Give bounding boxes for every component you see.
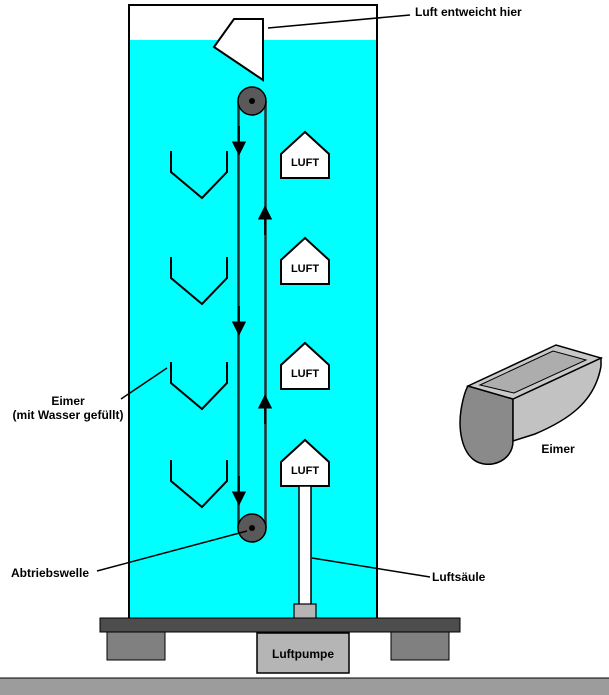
bucket-3d-end-cap [459,385,514,465]
label-luft-4: LUFT [290,465,320,477]
water-bucket-3 [170,362,228,411]
ground [0,678,609,695]
label-air-column: Luftsäule [432,570,486,584]
water-bucket-4 [170,460,228,509]
label-left-bucket-line2: (mit Wasser gefüllt) [12,408,124,422]
platform-leg-right [390,631,450,661]
air-bucket-1 [280,130,330,179]
air-bucket-3 [280,341,330,390]
pointer-line-air-escape [267,14,411,29]
air-outlet-funnel [212,18,264,82]
bucket-3d-cavity [478,350,588,394]
label-luft-3: LUFT [290,368,320,380]
platform-leg-left [106,631,166,661]
water-bucket-1 [170,151,228,200]
label-left-bucket: Eimer (mit Wasser gefüllt) [6,394,130,422]
platform [99,617,461,633]
label-drive-shaft: Abtriebswelle [11,566,90,580]
label-left-bucket-line1: Eimer [51,394,85,408]
label-air-pump: Luftpumpe [272,647,334,661]
water-bucket-2 [170,257,228,306]
bucket-3d [459,344,604,465]
pointer-line-left-bucket [120,367,168,400]
label-luft-1: LUFT [290,157,320,169]
bucket-3d-front-face [512,356,602,443]
air-pump-box [256,632,350,674]
air-column [298,485,312,607]
label-bucket-3d: Eimer [541,442,575,456]
label-air-escape: Luft entweicht hier [415,5,522,19]
label-luft-2: LUFT [290,263,320,275]
pointer-line-drive-shaft [96,530,248,572]
air-bucket-2 [280,236,330,285]
lower-pulley-axle [249,525,255,531]
pointer-line-air-column [311,557,431,578]
upper-pulley-axle [249,98,255,104]
